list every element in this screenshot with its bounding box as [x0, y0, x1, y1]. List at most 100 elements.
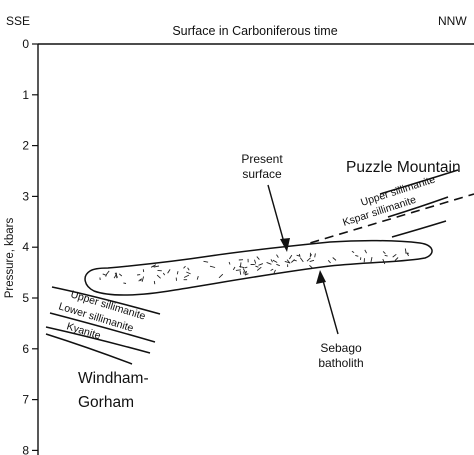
sebago-batholith-body: [84, 239, 433, 296]
granite-fleck: [228, 261, 231, 265]
granite-fleck: [364, 249, 367, 254]
granite-fleck: [235, 269, 241, 271]
diagram-title: Surface in Carboniferous time: [172, 24, 337, 38]
sebago-label-1: Sebago: [320, 341, 362, 355]
isograd-line-left-4: [45, 333, 133, 365]
present-surface-arrowhead: [280, 238, 290, 252]
granite-fleck: [239, 262, 242, 268]
present-surface-label-2: surface: [242, 167, 282, 181]
y-tick-label-1: 1: [22, 88, 29, 102]
granite-fleck: [270, 268, 274, 271]
granite-fleck: [196, 275, 199, 280]
granite-fleck: [167, 269, 171, 274]
granite-fleck: [186, 271, 191, 275]
granite-fleck: [276, 263, 280, 267]
granite-fleck: [141, 276, 145, 282]
y-tick-label-6: 6: [22, 342, 29, 356]
granite-fleck: [392, 253, 397, 258]
granite-fleck: [239, 270, 242, 275]
granite-fleck: [106, 270, 110, 275]
granite-fleck: [309, 259, 315, 263]
granite-fleck: [293, 259, 297, 262]
granite-fleck: [232, 266, 236, 271]
y-tick-label-3: 3: [22, 189, 29, 203]
granite-fleck: [298, 253, 301, 257]
granite-fleck: [203, 260, 209, 263]
granite-fleck: [306, 257, 311, 262]
granite-fleck: [272, 259, 278, 263]
y-axis-label: Pressure, kbars: [4, 217, 16, 298]
granite-fleck: [394, 257, 399, 261]
direction-nnw: NNW: [438, 14, 467, 28]
granite-fleck: [289, 254, 293, 260]
granite-fleck: [242, 268, 247, 274]
batholith-granite-texture: [99, 248, 409, 285]
y-tick-label-7: 7: [22, 393, 29, 407]
granite-fleck: [370, 257, 373, 263]
granite-fleck: [327, 260, 331, 264]
gorham-label: Gorham: [78, 394, 134, 411]
granite-fleck: [299, 257, 304, 263]
granite-fleck: [243, 271, 245, 275]
present-surface-arrow-shaft: [267, 184, 286, 247]
isograd-line-right-3: [391, 220, 447, 238]
granite-fleck: [309, 254, 312, 258]
isograd-line-right-1: [379, 169, 459, 195]
windham-label: Windham-: [78, 370, 149, 387]
sebago-label-2: batholith: [318, 356, 363, 370]
granite-fleck: [384, 254, 388, 257]
granite-fleck: [382, 258, 386, 265]
granite-fleck: [256, 266, 262, 271]
granite-fleck: [314, 253, 316, 258]
granite-fleck: [187, 267, 190, 271]
granite-fleck: [102, 273, 107, 276]
granite-fleck: [256, 256, 260, 260]
granite-fleck: [183, 265, 186, 269]
granite-fleck: [355, 254, 359, 257]
y-tick-label-0: 0: [22, 37, 29, 51]
granite-fleck: [255, 265, 259, 268]
y-tick-label-5: 5: [22, 291, 29, 305]
granite-fleck: [351, 250, 355, 253]
isograd-line-right-2: [387, 196, 449, 218]
granite-fleck: [150, 264, 157, 268]
granite-fleck: [404, 248, 407, 253]
isograd-line-left-1: [51, 286, 161, 315]
granite-fleck: [123, 282, 127, 284]
granite-fleck: [162, 272, 166, 276]
granite-fleck: [406, 252, 409, 257]
y-tick-label-4: 4: [22, 240, 29, 254]
granite-fleck: [176, 271, 179, 275]
granite-fleck: [270, 259, 273, 263]
granite-fleck: [296, 254, 301, 257]
present-surface-label-1: Present: [241, 152, 283, 166]
granite-fleck: [105, 273, 108, 277]
y-tick-label-2: 2: [22, 139, 29, 153]
granite-fleck: [114, 272, 118, 278]
granite-fleck: [272, 269, 276, 275]
granite-fleck: [258, 263, 264, 266]
granite-fleck: [382, 251, 386, 255]
isograd-line-left-3: [45, 326, 151, 354]
isograd-line-left-2: [49, 312, 156, 343]
y-tick-label-8: 8: [22, 443, 29, 455]
direction-sse: SSE: [6, 14, 30, 28]
granite-fleck: [332, 257, 337, 261]
granite-fleck: [254, 259, 257, 264]
granite-fleck: [218, 273, 224, 279]
sebago-arrowhead: [316, 270, 326, 284]
granite-fleck: [244, 273, 249, 276]
granite-fleck: [183, 274, 190, 278]
puzzle-mountain-label: Puzzle Mountain: [346, 159, 461, 176]
granite-fleck: [118, 273, 123, 277]
granite-fleck: [138, 279, 142, 282]
granite-fleck: [309, 264, 314, 269]
granite-fleck: [209, 265, 216, 268]
granite-fleck: [266, 261, 272, 265]
granite-fleck: [244, 266, 248, 269]
granite-fleck: [284, 260, 291, 264]
granite-fleck: [139, 278, 143, 281]
y-axis-ticks: 0 1 2 3 4 5 6 7 8: [22, 37, 38, 455]
sebago-arrow-shaft: [321, 276, 339, 335]
